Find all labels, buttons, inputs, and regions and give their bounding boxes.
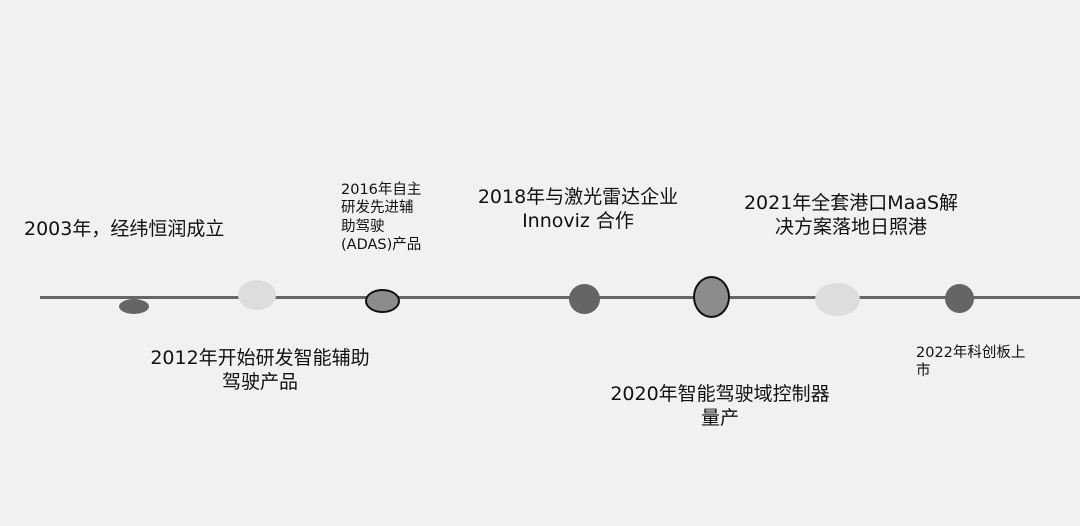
timeline-marker-2021 (815, 283, 860, 316)
event-label-2016-line-4: (ADAS)产品 (341, 237, 422, 254)
event-label-2003: 2003年，经纬恒润成立 (24, 218, 224, 242)
event-label-2022-line-1: 2022年科创板上 (916, 345, 1026, 361)
timeline-axis-line (40, 296, 1080, 299)
event-label-2021-line-2: 决方案落地日照港 (774, 215, 927, 238)
timeline-marker-2012 (238, 280, 276, 310)
event-label-2021: 2021年全套港口MaaS解 决方案落地日照港 (733, 192, 969, 240)
event-label-2018-line-2: Innoviz 合作 (522, 209, 634, 232)
event-label-2021-line-1: 2021年全套港口MaaS解 (743, 192, 959, 214)
timeline-marker-2003 (119, 299, 149, 314)
event-label-2016-line-2: 研发先进辅 (341, 200, 414, 217)
timeline-marker-2016 (365, 289, 400, 313)
event-label-2022: 2022年科创板上 市 (916, 344, 1025, 381)
event-label-2012: 2012年开始研发智能辅助 驾驶产品 (143, 347, 377, 395)
timeline-marker-2022 (945, 284, 974, 313)
event-label-2018: 2018年与激光雷达企业 Innoviz 合作 (468, 186, 688, 234)
event-label-2003-line-1: 2003年，经纬恒润成立 (24, 218, 225, 240)
timeline-marker-2020 (693, 276, 730, 318)
event-label-2020-line-1: 2020年智能驾驶域控制器 (610, 383, 830, 405)
event-label-2018-line-1: 2018年与激光雷达企业 (477, 186, 679, 208)
event-label-2016-line-3: 助驾驶 (341, 218, 385, 235)
event-label-2012-line-2: 驾驶产品 (221, 370, 298, 393)
event-label-2020-line-2: 量产 (700, 406, 739, 429)
event-label-2022-line-2: 市 (916, 363, 931, 380)
event-label-2016-line-1: 2016年自主 (341, 182, 422, 198)
event-label-2012-line-1: 2012年开始研发智能辅助 (150, 347, 370, 369)
event-label-2016: 2016年自主 研发先进辅 助驾驶 (ADAS)产品 (341, 181, 421, 255)
timeline-marker-2018 (569, 284, 600, 314)
event-label-2020: 2020年智能驾驶域控制器 量产 (601, 383, 839, 431)
